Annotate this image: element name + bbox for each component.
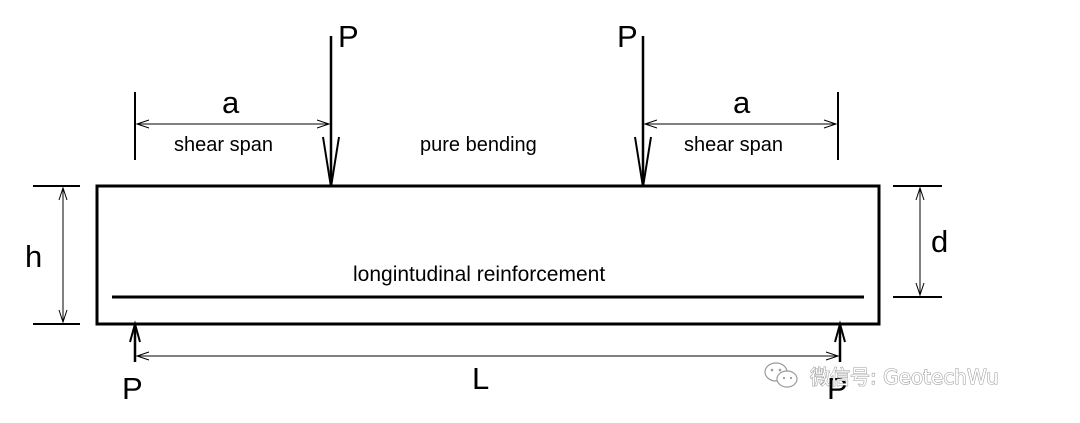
dimension-length xyxy=(135,351,840,361)
load-left xyxy=(322,36,340,188)
height-label: h xyxy=(25,239,42,274)
support-left xyxy=(129,320,141,362)
load-right xyxy=(634,36,652,188)
dimension-span-left xyxy=(134,92,331,160)
shear-span-right-label: shear span xyxy=(684,134,783,156)
watermark: 微信号: GeotechWu xyxy=(764,362,999,390)
support-right-label: P xyxy=(827,371,848,406)
length-label: L xyxy=(472,361,489,396)
reinforcement-label: longintudinal reinforcement xyxy=(353,263,605,286)
effective-depth-label: d xyxy=(931,224,948,259)
dimension-height xyxy=(33,185,80,325)
load-left-label: P xyxy=(338,19,359,54)
pure-bending-label: pure bending xyxy=(420,134,537,156)
wechat-icon xyxy=(764,362,798,388)
load-right-label: P xyxy=(617,19,638,54)
beam-body xyxy=(95,184,881,326)
support-right xyxy=(834,320,846,362)
support-left-label: P xyxy=(122,371,143,406)
dimension-effective-depth xyxy=(893,185,942,298)
dimension-span-right xyxy=(643,92,839,160)
beam xyxy=(95,184,881,326)
span-left-label: a xyxy=(222,85,240,120)
shear-span-left-label: shear span xyxy=(174,134,273,156)
span-right-label: a xyxy=(733,85,751,120)
watermark-text: 微信号: GeotechWu xyxy=(810,365,999,389)
